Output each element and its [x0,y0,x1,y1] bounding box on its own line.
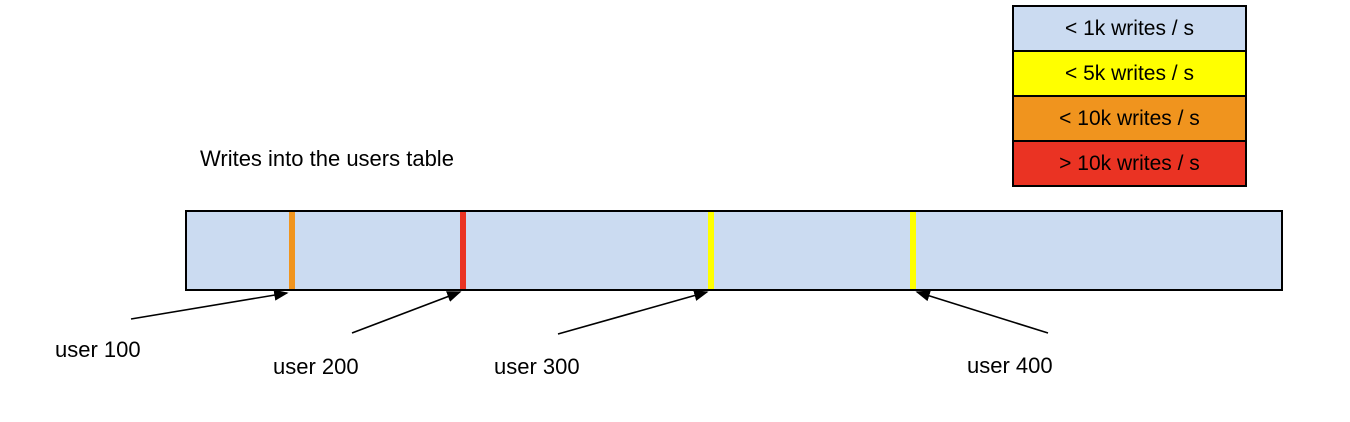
users-table-bar [185,210,1283,291]
legend-item-label: < 1k writes / s [1065,16,1194,40]
user-label: user 400 [967,353,1053,378]
user-label: user 300 [494,354,580,379]
write-rate-legend: < 1k writes / s < 5k writes / s < 10k wr… [1012,5,1247,187]
pointer-arrow-user-400 [915,290,1049,334]
legend-item-lt-10k: < 10k writes / s [1012,95,1247,142]
legend-item-lt-1k: < 1k writes / s [1012,5,1247,52]
user-label: user 200 [273,354,359,379]
legend-item-gt-10k: > 10k writes / s [1012,140,1247,187]
pointer-arrow-user-300 [557,290,709,335]
legend-item-label: < 5k writes / s [1065,61,1194,85]
diagram-title: Writes into the users table [200,146,454,171]
pointer-arrow-user-100 [130,289,289,320]
user-label: user 100 [55,337,141,362]
legend-item-label: > 10k writes / s [1059,151,1200,175]
write-hotspot-stripe-user-100 [289,212,295,289]
write-hotspot-stripe-user-200 [460,212,466,289]
write-hotspot-stripe-user-300 [708,212,714,289]
write-hotspot-stripe-user-400 [910,212,916,289]
legend-item-label: < 10k writes / s [1059,106,1200,130]
legend-item-lt-5k: < 5k writes / s [1012,50,1247,97]
pointer-arrow-user-200 [351,291,462,334]
